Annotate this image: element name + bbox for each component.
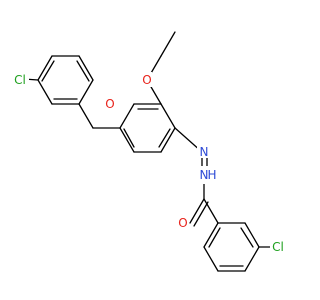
- bond: [160, 127, 176, 153]
- bond: [244, 222, 260, 248]
- nitrogen-atom-imine: N: [200, 145, 209, 159]
- bond: [76, 60, 90, 82]
- hydrogen-atom-hydrazide: H: [207, 168, 216, 182]
- bond: [119, 103, 135, 129]
- bond: [123, 128, 135, 148]
- oxygen-atom-ethoxy: O: [142, 73, 151, 87]
- chlorine-atom-left: Cl: [14, 73, 26, 87]
- bond: [160, 31, 176, 57]
- bond: [37, 79, 53, 105]
- bond: [78, 55, 94, 81]
- chlorine-atom-right: Cl: [272, 240, 284, 254]
- bond: [203, 198, 219, 224]
- bond: [78, 103, 94, 129]
- bond: [37, 55, 53, 81]
- bond: [203, 246, 219, 272]
- bond: [158, 128, 171, 148]
- oxygen-atom-benzyl-ether: O: [105, 97, 114, 111]
- bond: [208, 227, 221, 248]
- bond: [41, 60, 55, 82]
- bond: [193, 201, 209, 227]
- molecule-structure: Cl O O N N H O Cl: [12, 31, 287, 272]
- bond: [189, 198, 205, 224]
- bond: [203, 222, 219, 248]
- bond: [78, 79, 94, 105]
- bond: [240, 227, 254, 248]
- bond: [119, 127, 135, 153]
- oxygen-atom-carbonyl: O: [178, 216, 187, 230]
- bond: [160, 103, 176, 129]
- bond-layer: [23, 31, 274, 272]
- nitrogen-atom-hydrazide: N: [200, 168, 209, 182]
- atom-layer: Cl O O N N H O Cl: [12, 72, 287, 254]
- bond: [244, 246, 260, 272]
